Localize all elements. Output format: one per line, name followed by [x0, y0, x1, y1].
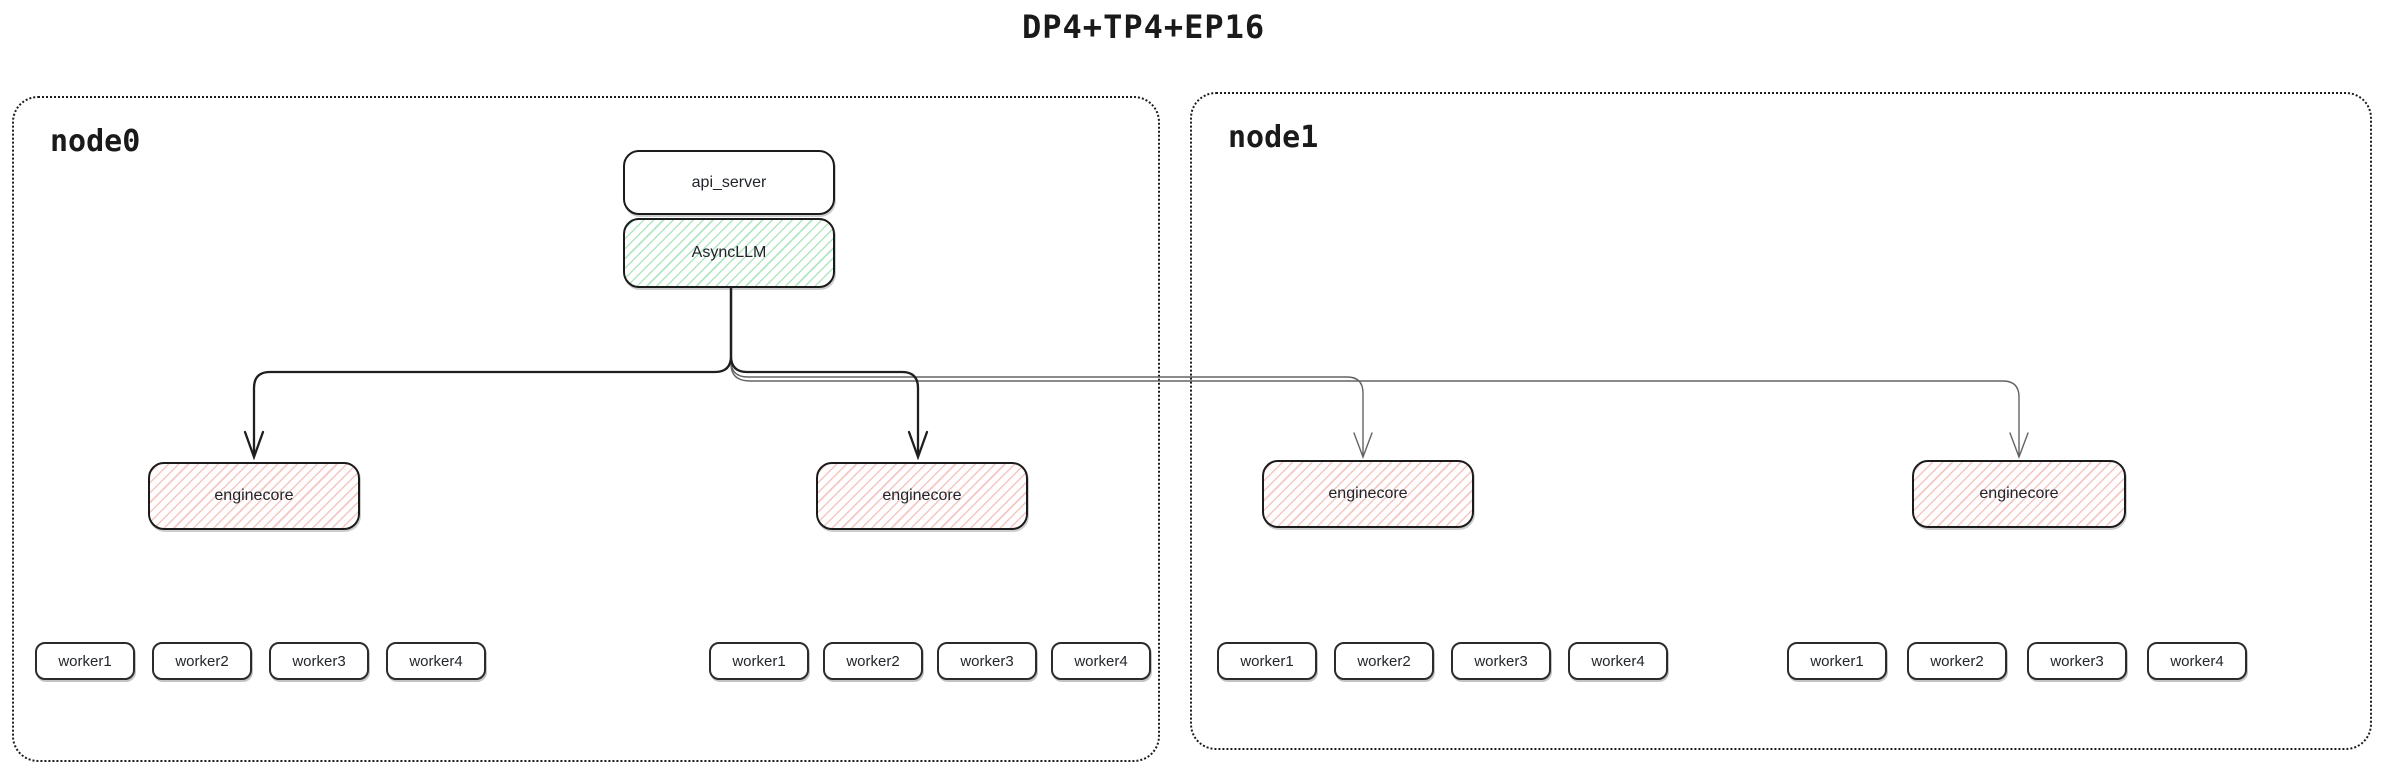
worker-box: worker2 [1907, 642, 2007, 680]
enginecore-label: enginecore [214, 487, 294, 504]
node1-enginecore2-box: enginecore [1912, 460, 2126, 528]
worker-box: worker2 [1334, 642, 1434, 680]
worker-box: worker4 [386, 642, 486, 680]
worker-box: worker3 [937, 642, 1037, 680]
worker-box: worker1 [709, 642, 809, 680]
api-server-label: api_server [691, 173, 767, 191]
worker-box: worker3 [1451, 642, 1551, 680]
enginecore-label: enginecore [1328, 485, 1408, 502]
asyncllm-label: AsyncLLM [691, 244, 767, 261]
worker-box: worker1 [35, 642, 135, 680]
node0-enginecore2-box: enginecore [816, 462, 1028, 530]
node0-label: node0 [50, 124, 141, 159]
node1-enginecore1-workers: worker1 worker2 worker3 worker4 [1217, 642, 1668, 680]
worker-box: worker4 [1568, 642, 1668, 680]
worker-box: worker1 [1217, 642, 1317, 680]
diagram-title: DP4+TP4+EP16 [1022, 8, 1266, 46]
worker-box: worker1 [1787, 642, 1887, 680]
node1-enginecore2-workers: worker1 worker2 worker3 worker4 [1787, 642, 2247, 680]
node1-enginecore1-box: enginecore [1262, 460, 1474, 528]
worker-box: worker3 [269, 642, 369, 680]
node0-enginecore1-workers: worker1 worker2 worker3 worker4 [35, 642, 486, 680]
enginecore-label: enginecore [1979, 485, 2059, 502]
node0-enginecore2-workers: worker1 worker2 worker3 worker4 [709, 642, 1151, 680]
api-server-box: api_server [623, 150, 835, 215]
node1-label: node1 [1228, 120, 1319, 155]
worker-box: worker3 [2027, 642, 2127, 680]
worker-box: worker4 [1051, 642, 1151, 680]
node0-enginecore1-box: enginecore [148, 462, 360, 530]
asyncllm-box: AsyncLLM [623, 218, 835, 288]
enginecore-label: enginecore [882, 487, 962, 504]
worker-box: worker2 [823, 642, 923, 680]
worker-box: worker2 [152, 642, 252, 680]
worker-box: worker4 [2147, 642, 2247, 680]
